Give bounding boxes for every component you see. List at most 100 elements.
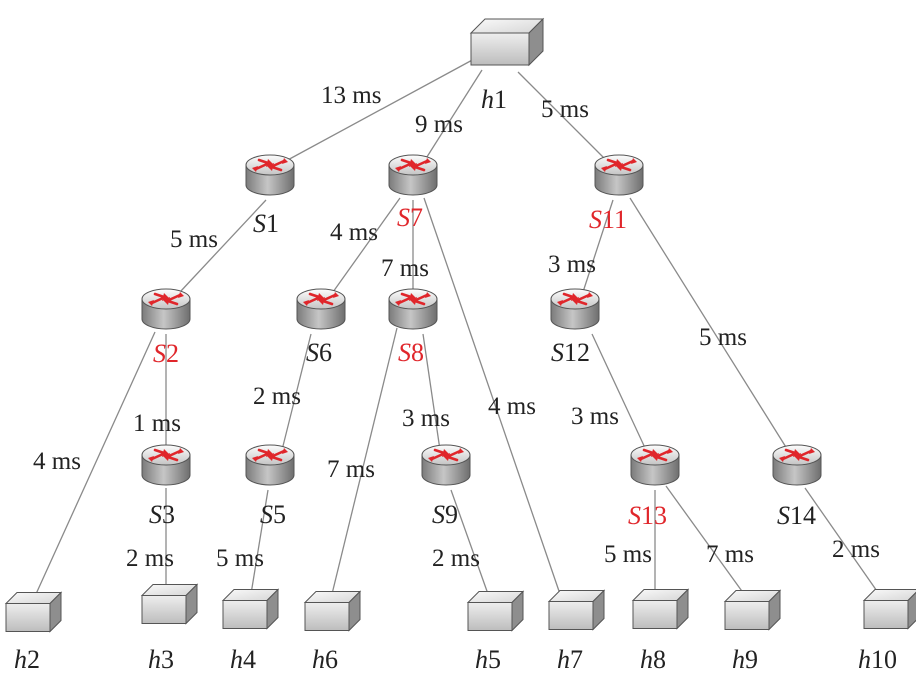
node-label-number: 1 [494, 85, 507, 114]
delay-label-S14-h10: 2 ms [832, 536, 880, 563]
node-label-prefix: h [230, 645, 243, 673]
delay-label-S7-h7: 4 ms [488, 393, 536, 420]
node-label-h8: h8 [640, 645, 666, 673]
delay-label-S1-S2: 5 ms [170, 226, 218, 253]
link-S1-S2 [179, 199, 267, 293]
delay-label-h1-S11: 5 ms [541, 96, 589, 123]
node-label-S6: S6 [306, 338, 332, 367]
link-S11-S12 [582, 199, 614, 293]
switch-S7-icon [388, 154, 438, 196]
node-label-number: 8 [411, 338, 424, 367]
delay-label-S5-h4: 5 ms [216, 545, 264, 572]
host-h3-icon [140, 583, 199, 625]
delay-label-S7-S8: 7 ms [381, 255, 429, 282]
delay-label-S13-h9: 7 ms [706, 541, 754, 568]
delay-label-S8-S9: 3 ms [402, 405, 450, 432]
delay-label-S7-S6: 4 ms [330, 219, 378, 246]
host-h10-icon [862, 589, 916, 630]
switch-S9-icon [421, 444, 471, 486]
node-label-prefix: h [640, 645, 653, 673]
node-label-S5: S5 [260, 500, 286, 529]
node-label-number: 4 [243, 645, 256, 673]
node-label-S14: S14 [777, 501, 816, 530]
node-label-S12: S12 [551, 338, 590, 367]
host-h4-icon [221, 588, 280, 630]
node-label-number: 11 [602, 205, 627, 234]
node-label-number: 1 [266, 209, 279, 238]
switch-S11-icon [594, 154, 644, 196]
node-label-prefix: h [732, 645, 745, 673]
switch-S5-icon [245, 444, 295, 486]
link-S5-h4 [250, 489, 269, 595]
link-S7-h7 [423, 197, 561, 595]
link-S7-S6 [332, 197, 401, 293]
host-h8-icon [631, 588, 690, 630]
node-label-h9: h9 [732, 645, 758, 673]
node-label-number: 10 [871, 645, 897, 673]
node-label-number: 2 [166, 339, 179, 368]
node-label-prefix: h [481, 85, 494, 114]
node-label-h4: h4 [230, 645, 256, 673]
link-S8-S9 [422, 333, 441, 451]
node-label-prefix: S [589, 205, 602, 234]
delay-label-S3-h3: 2 ms [126, 545, 174, 572]
link-S13-h9 [665, 485, 745, 595]
switch-S14-icon [772, 444, 822, 486]
node-label-h10: h10 [858, 645, 897, 673]
link-h1-S7 [424, 69, 483, 161]
node-label-number: 7 [570, 645, 583, 673]
node-label-number: 9 [745, 645, 758, 673]
node-label-prefix: h [858, 645, 871, 673]
delay-label-S12-S13: 3 ms [571, 403, 619, 430]
node-label-S9: S9 [432, 500, 458, 529]
node-label-number: 5 [273, 500, 286, 529]
node-label-prefix: S [628, 501, 641, 530]
node-label-prefix: h [475, 645, 488, 673]
switch-S3-icon [141, 444, 191, 486]
host-h5-icon [466, 590, 525, 632]
link-h1-S11 [517, 71, 607, 161]
node-label-S7: S7 [397, 203, 423, 232]
node-label-prefix: S [153, 339, 166, 368]
switch-S1-icon [245, 154, 295, 196]
host-h6-icon [303, 590, 362, 632]
delay-label-h1-S1: 13 ms [321, 82, 381, 109]
link-h1-S1 [283, 57, 477, 163]
node-label-prefix: S [397, 203, 410, 232]
delay-label-S6-S5: 2 ms [253, 383, 301, 410]
node-label-prefix: S [306, 338, 319, 367]
node-label-h7: h7 [557, 645, 583, 673]
switch-S2-icon [141, 288, 191, 330]
link-S14-h10 [804, 487, 880, 595]
delay-label-S8-h6: 7 ms [327, 456, 375, 483]
switch-S8-icon [388, 288, 438, 330]
node-label-number: 2 [27, 645, 40, 673]
host-h1-icon [469, 17, 545, 67]
node-label-number: 14 [790, 501, 816, 530]
node-label-S3: S3 [149, 500, 175, 529]
node-label-number: 3 [161, 645, 174, 673]
link-S9-h5 [450, 489, 489, 595]
node-label-S8: S8 [398, 338, 424, 367]
link-S12-S13 [591, 333, 647, 451]
node-label-number: 6 [319, 338, 332, 367]
node-label-prefix: h [312, 645, 325, 673]
host-h9-icon [723, 589, 782, 631]
node-label-h6: h6 [312, 645, 338, 673]
node-label-number: 6 [325, 645, 338, 673]
node-label-S2: S2 [153, 339, 179, 368]
nodes-layer [4, 17, 916, 633]
links-layer [35, 57, 880, 595]
delay-label-S9-h5: 2 ms [432, 545, 480, 572]
node-label-number: 7 [410, 203, 423, 232]
host-h2-icon [4, 591, 63, 633]
node-label-h5: h5 [475, 645, 501, 673]
node-label-number: 9 [445, 500, 458, 529]
node-label-prefix: h [14, 645, 27, 673]
node-label-prefix: S [149, 500, 162, 529]
node-label-number: 13 [641, 501, 667, 530]
delay-label-S2-S3: 1 ms [133, 410, 181, 437]
node-label-h2: h2 [14, 645, 40, 673]
switch-S13-icon [630, 444, 680, 486]
